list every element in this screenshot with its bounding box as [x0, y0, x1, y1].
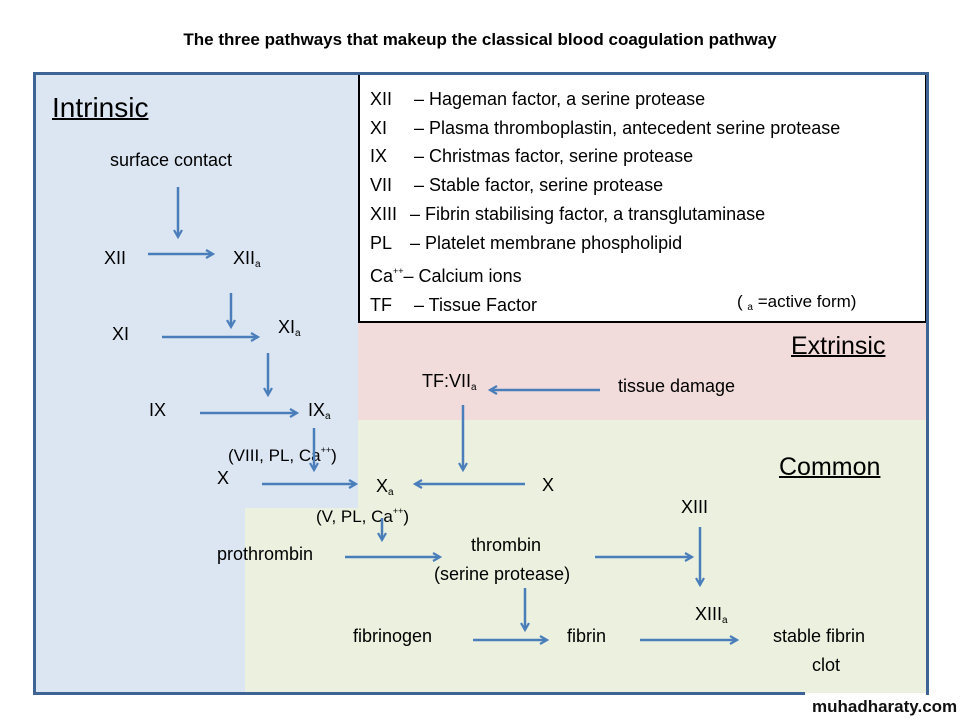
- fibrin-label: fibrin: [567, 626, 607, 646]
- legend-abbr: VII: [370, 175, 393, 196]
- fibrinogen-label: fibrinogen: [353, 626, 433, 646]
- legend-item: Ca++– Calcium ions: [370, 257, 840, 291]
- legend-abbr: XI: [370, 117, 388, 138]
- common-heading: Common: [779, 453, 881, 481]
- intrinsic-heading: Intrinsic: [52, 92, 149, 123]
- cofactor-sup: ++: [320, 445, 332, 455]
- factor-xiia: XIIa: [233, 249, 261, 270]
- tf-viia: TF:VIIa: [422, 372, 477, 393]
- cofactors-v: (V, PL, Ca++): [316, 506, 410, 526]
- factor-xa: Xa: [376, 477, 394, 498]
- legend-text: – Tissue Factor: [414, 294, 538, 315]
- legend-item: IX – Christmas factor, serine protease: [370, 142, 840, 171]
- legend-item: VII – Stable factor, serine protease: [370, 171, 840, 200]
- legend-abbr: IX: [370, 146, 388, 167]
- surface-contact-label: surface contact: [110, 150, 233, 170]
- clot-label: clot: [812, 655, 841, 675]
- cofactor-sup: ++: [392, 506, 404, 516]
- note-rest: =active form): [757, 292, 857, 311]
- outer-border-right: [926, 72, 929, 695]
- legend-item: XI – Plasma thromboplastin, antecedent se…: [370, 114, 840, 143]
- factor-xiii: XIII: [681, 497, 709, 517]
- legend-text: – Platelet membrane phospholipid: [410, 232, 683, 253]
- legend-abbr: XIII: [370, 203, 398, 224]
- legend-item: XIII – Fibrin stabilising factor, a trans…: [370, 200, 840, 229]
- cofactor-close: ): [331, 446, 337, 465]
- factor-label: IX: [308, 400, 326, 420]
- stable-fibrin-label: stable fibrin: [773, 626, 866, 646]
- factor-label: XI: [278, 317, 296, 337]
- tissue-damage-label: tissue damage: [618, 376, 736, 396]
- slide-title: The three pathways that makeup the class…: [183, 30, 777, 49]
- cofactor-text: (V, PL, Ca: [316, 507, 393, 526]
- cofactors-viii: (VIII, PL, Ca++): [228, 445, 337, 465]
- legend-item: PL – Platelet membrane phospholipid: [370, 229, 840, 258]
- extrinsic-panel: [358, 323, 927, 420]
- note-sub: a: [747, 302, 753, 313]
- factor-label: XII: [233, 248, 256, 268]
- legend-abbr: Ca: [370, 266, 394, 287]
- legend-text: – Fibrin stabilising factor, a transglut…: [410, 203, 766, 224]
- serine-protease-label: (serine protease): [434, 564, 571, 584]
- outer-border-top: [33, 72, 929, 75]
- factor-xii: XII: [104, 248, 127, 268]
- legend-text: – Stable factor, serine protease: [414, 175, 664, 196]
- legend-box: [358, 73, 927, 323]
- legend-sup: ++: [393, 266, 404, 277]
- factor-label: XIII: [695, 604, 723, 624]
- cofactor-close: ): [403, 507, 410, 526]
- legend-item: XII – Hageman factor, a serine protease: [370, 85, 840, 114]
- factor-ixa: IXa: [308, 401, 331, 422]
- thrombin-label: thrombin: [471, 535, 542, 555]
- factor-x-intrinsic: X: [217, 468, 230, 488]
- legend-text: – Hageman factor, a serine protease: [414, 89, 706, 109]
- extrinsic-heading: Extrinsic: [791, 332, 886, 360]
- active-sub: a: [722, 615, 728, 626]
- outer-border-bottom: [33, 692, 805, 695]
- legend-note: ( a =active form): [737, 293, 856, 313]
- factor-label: TF:VII: [422, 371, 471, 391]
- outer-border-left: [33, 72, 36, 695]
- legend-text: – Calcium ions: [403, 266, 522, 287]
- factor-x-extrinsic: X: [542, 475, 555, 495]
- legend-abbr: XII: [370, 89, 393, 109]
- factor-label: X: [376, 476, 389, 496]
- factor-xiiia: XIIIa: [695, 605, 728, 626]
- note-open: (: [737, 292, 743, 311]
- legend-abbr: TF: [370, 294, 392, 315]
- legend-list: XII – Hageman factor, a serine protease X…: [370, 85, 840, 320]
- legend-item: TF – Tissue Factor: [370, 291, 840, 320]
- factor-xi: XI: [112, 324, 130, 344]
- factor-xia: XIa: [278, 318, 301, 339]
- cofactor-text: (VIII, PL, Ca: [228, 446, 321, 465]
- active-sub: a: [471, 382, 477, 393]
- legend-abbr: PL: [370, 232, 393, 253]
- watermark: muhadharaty.com: [812, 697, 958, 716]
- active-sub: a: [325, 411, 331, 422]
- active-sub: a: [388, 487, 394, 498]
- active-sub: a: [295, 328, 301, 339]
- legend-text: – Christmas factor, serine protease: [414, 146, 694, 167]
- factor-ix: IX: [149, 400, 167, 420]
- prothrombin-label: prothrombin: [217, 544, 314, 564]
- active-sub: a: [255, 259, 261, 270]
- legend-text: – Plasma thromboplastin, antecedent seri…: [414, 117, 841, 138]
- common-panel-extension: [245, 508, 359, 693]
